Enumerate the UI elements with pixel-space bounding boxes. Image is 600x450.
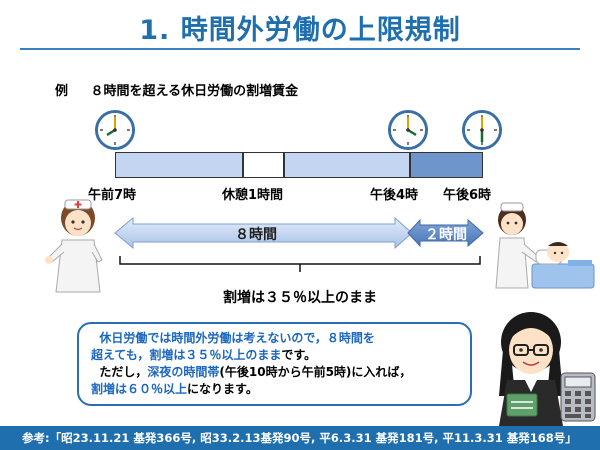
note-line-2-end: です。 xyxy=(281,348,317,362)
rest-period xyxy=(243,152,284,178)
example-heading: 例 ８時間を超える休日労働の割増賃金 xyxy=(55,80,298,99)
clock-icon xyxy=(388,110,428,150)
work-period-morning xyxy=(115,152,243,178)
nurse-illustration xyxy=(45,199,103,293)
premium-summary: 割増は３５％以上のまま xyxy=(223,290,377,306)
title-underline xyxy=(20,48,580,50)
clock-icon xyxy=(462,110,502,150)
office-worker-illustration xyxy=(499,312,563,426)
main-arrow-label: ８時間 xyxy=(235,227,277,243)
example-label: 例 xyxy=(55,84,69,99)
calculator-icon xyxy=(560,372,596,422)
label-6pm: 午後6時 xyxy=(443,188,492,203)
note-line-1: 休日労働では時間外労働は考えないので，８時間を xyxy=(91,330,460,347)
note-line-3: ただし，深夜の時間帯(午後10時から午前5時)に入れば， xyxy=(91,364,460,381)
patient-in-bed-illustration xyxy=(495,202,595,289)
note-line-1-text: 休日労働では時間外労働は考えないので，８時間を xyxy=(99,331,375,345)
note-line-3-start: ただし， xyxy=(99,365,148,379)
work-period-afternoon xyxy=(284,152,410,178)
extra-period xyxy=(410,152,483,178)
explanation-box: 休日労働では時間外労働は考えないので，８時間を 超えても，割増は３５％以上のまま… xyxy=(77,322,472,406)
example-text: ８時間を超える休日労働の割増賃金 xyxy=(90,84,299,99)
note-line-2-text: 超えても，割増は３５％以上のまま xyxy=(91,348,282,362)
reference-footer: 参考:「昭23.11.21 基発366号, 昭33.2.13基発90号, 平6.… xyxy=(0,426,600,450)
note-line-4-highlight: 割増は６０％以上 xyxy=(91,382,188,396)
bracket xyxy=(119,256,481,272)
note-line-4-end: になります。 xyxy=(187,382,258,396)
label-rest: 休憩1時間 xyxy=(222,188,284,203)
note-line-2: 超えても，割増は３５％以上のままです。 xyxy=(91,347,460,364)
extra-arrow xyxy=(407,218,484,248)
clock-icon xyxy=(95,110,135,150)
page-title: 1. 時間外労働の上限規制 xyxy=(139,15,461,46)
note-line-3-highlight: 深夜の時間帯 xyxy=(147,365,220,379)
label-7am: 午前7時 xyxy=(88,188,137,203)
note-line-3-end: (午後10時から午前5時)に入れば， xyxy=(219,365,412,379)
note-line-4: 割増は６０％以上になります。 xyxy=(91,381,460,398)
extra-arrow-label: ２時間 xyxy=(425,227,467,243)
label-4pm: 午後4時 xyxy=(370,188,419,203)
